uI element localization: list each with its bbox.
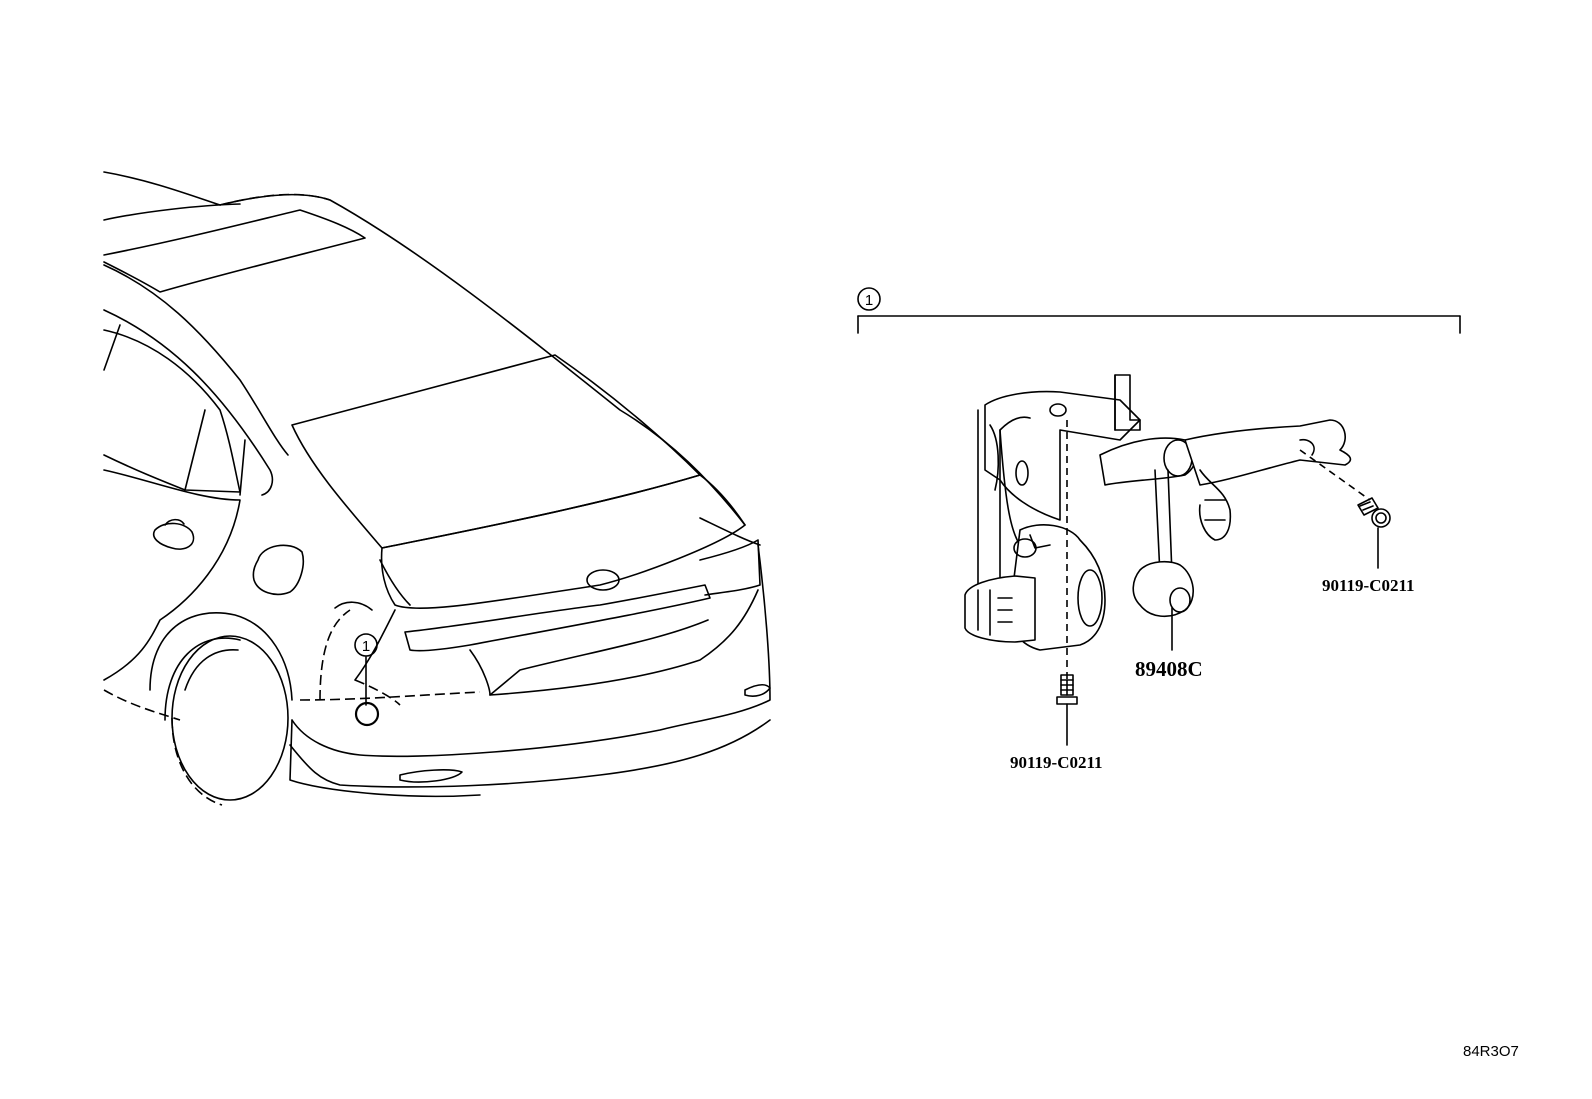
bolt-lower-part-number: 90119-C0211 [1010, 753, 1103, 772]
assembly-group-bracket: 1 [857, 287, 1461, 334]
sensor-part-number: 89408C [1135, 657, 1203, 681]
bolt-lower [1056, 674, 1078, 746]
bolt-right-part-number: 90119-C0211 [1322, 576, 1415, 595]
height-sensor-assembly [964, 374, 1371, 680]
sensor-location-marker [354, 701, 380, 727]
figure-code: 84R3O7 [1463, 1043, 1519, 1060]
car-illustration: 1 [103, 171, 771, 806]
group-callout-number: 1 [865, 292, 873, 309]
car-callout-number: 1 [362, 638, 370, 655]
bolt-right [1357, 497, 1391, 569]
